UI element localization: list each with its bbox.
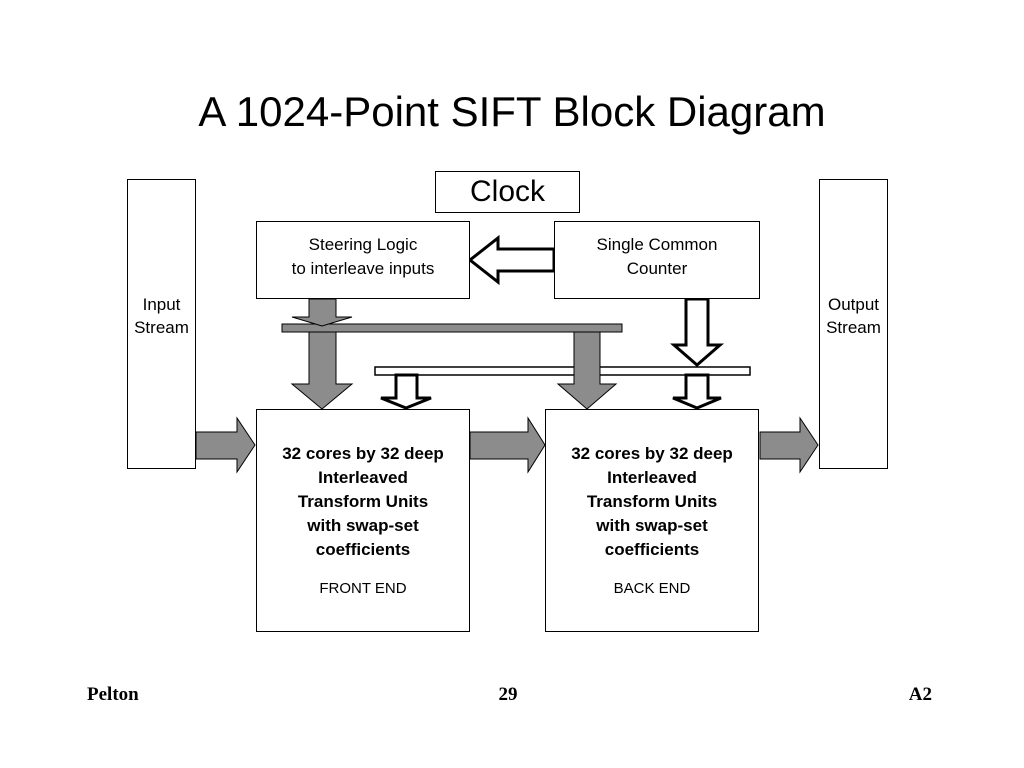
input-stream-line-2: Stream [134,318,189,337]
steering-logic-box: Steering Logic to interleave inputs [256,221,470,299]
counter-to-steering-arrow [467,234,556,286]
front-end-box: 32 cores by 32 deep Interleaved Transfor… [256,409,470,632]
clock-label: Clock [469,175,545,208]
front-end-line-5: coefficients [315,540,411,559]
slide-title: A 1024-Point SIFT Block Diagram [198,88,826,135]
back-end-line-5: coefficients [604,540,700,559]
input-stream-line-1: Input [142,295,181,314]
counter-to-bus-arrow [669,297,725,367]
bus-to-back-end-arrow [556,331,618,410]
output-stream-box: Output Stream [819,179,888,469]
counter-line-1: Single Common [596,235,718,254]
front-end-line-1: 32 cores by 32 deep [282,444,444,463]
back-end-to-output-arrow [759,416,819,474]
single-common-counter-box: Single Common Counter [554,221,760,299]
counter-bus [374,366,751,376]
front-end-line-3: Transform Units [297,492,429,511]
output-stream-line-2: Stream [826,318,881,337]
footer-author: Pelton [87,684,139,705]
back-end-line-1: 32 cores by 32 deep [571,444,733,463]
back-end-box: 32 cores by 32 deep Interleaved Transfor… [545,409,759,632]
counter-line-2: Counter [626,259,688,278]
bus-to-front-end-arrow [290,331,354,410]
clock-box: Clock [435,171,580,213]
back-end-label: BACK END [613,580,691,597]
front-end-to-back-end-arrow [469,416,546,474]
front-end-line-4: with swap-set [307,516,419,535]
footer-page-number: 29 [498,684,518,705]
counter-bus-to-front-end-arrow [380,373,432,410]
input-stream-box: Input Stream [127,179,196,469]
back-end-line-2: Interleaved [607,468,697,487]
output-stream-line-1: Output [827,295,880,314]
back-end-line-4: with swap-set [596,516,708,535]
input-to-front-end-arrow [195,416,256,474]
steering-to-bus-arrow [291,298,353,327]
steering-bus [281,323,623,333]
front-end-line-2: Interleaved [318,468,408,487]
footer-slide-id: A2 [908,684,932,705]
steering-line-2: to interleave inputs [291,259,435,278]
front-end-label: FRONT END [319,580,407,597]
back-end-line-3: Transform Units [586,492,718,511]
counter-bus-to-back-end-arrow [672,373,722,410]
steering-line-1: Steering Logic [308,235,418,254]
